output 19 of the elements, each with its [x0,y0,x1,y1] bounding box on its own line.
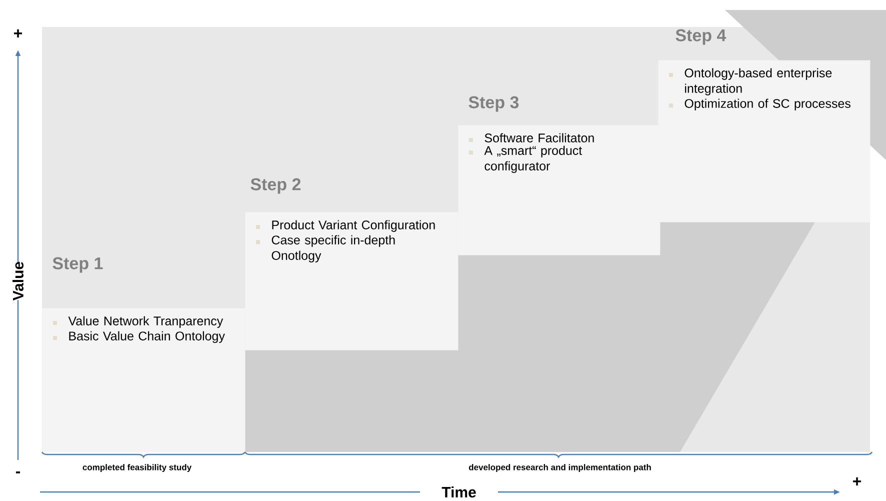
axis-title: Time [442,486,476,498]
minus-sign: - [16,471,20,474]
step-heading: Step 3 [468,96,519,112]
step-heading: Step 4 [676,29,726,45]
bullet-item: Value Network Tranparency [68,316,224,328]
step-heading: Step 1 [52,257,103,273]
bullet-item: Ontology-based enterprise integration [684,68,832,96]
bullet-item: Case specific in-depth Onotlogy [272,235,395,262]
bullet-item: Basic Value Chain Ontology [69,331,225,343]
step-heading: Step 2 [250,178,301,194]
bullet-item: A „smart“ product configurator [484,146,582,173]
brace-label: developed research and implementation path [468,464,651,472]
plus-sign: + [853,477,862,486]
bullet-item: Software Facilitaton [484,133,594,142]
axis-title: Value [12,262,24,300]
bullet-item: Product Variant Configuration [272,220,435,232]
bullet-item: Optimization of SC processes [684,98,850,110]
plus-sign: + [14,29,22,38]
brace-label: completed feasibility study [82,464,192,472]
